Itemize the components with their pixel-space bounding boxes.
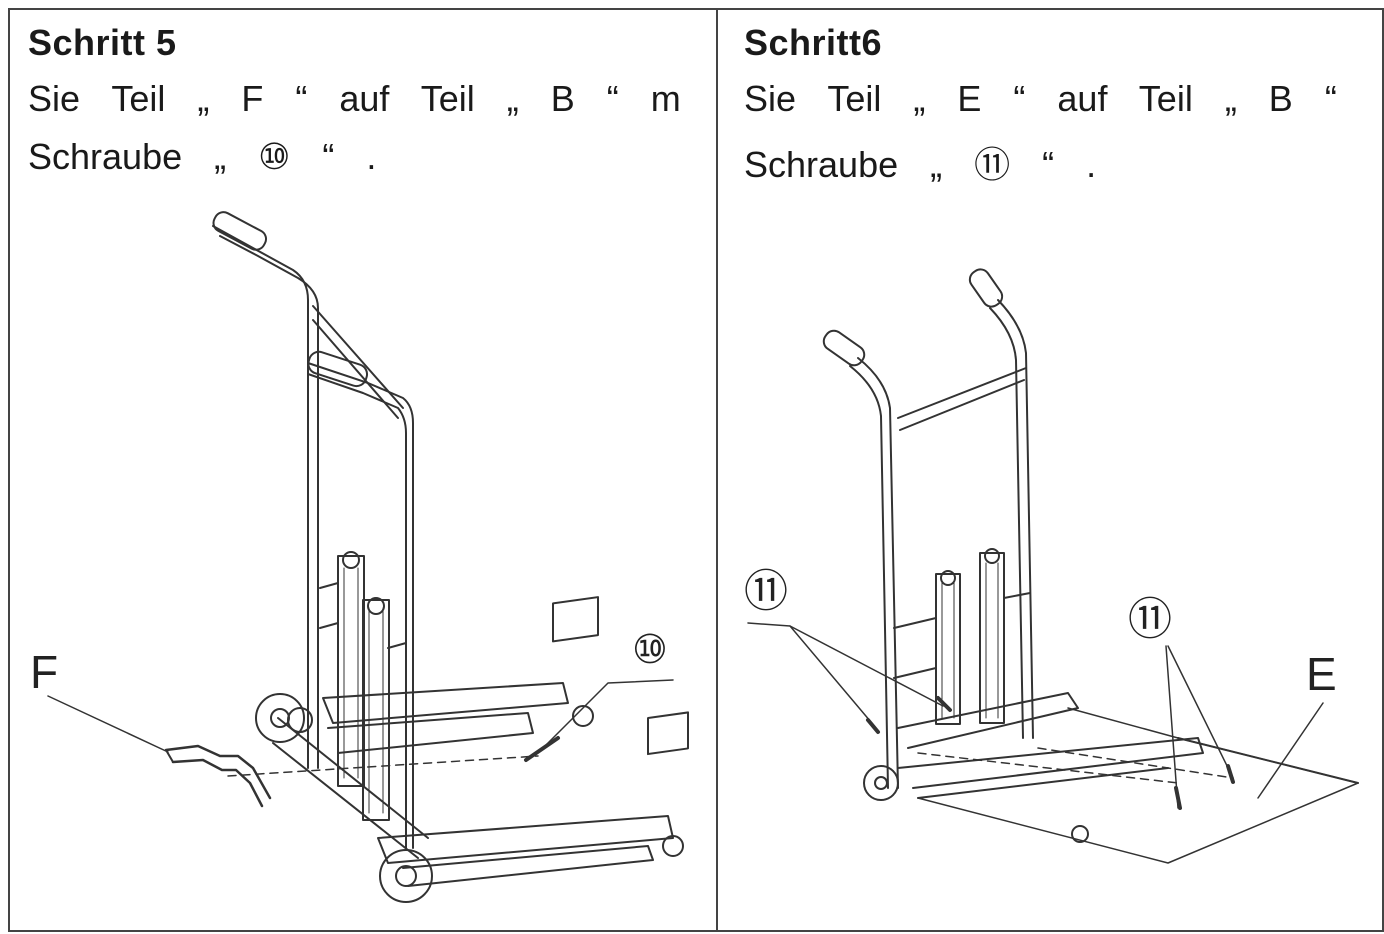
step6-instruction-line1: Sie Teil „ E “ auf Teil „ B “: [744, 78, 1337, 119]
step5-panel: Schritt 5 Sie Teil „ F “ auf Teil „ B “ …: [8, 8, 716, 932]
document-frame: [8, 8, 1384, 932]
part-e-label: E: [1306, 648, 1337, 700]
screw-11-left-label: ⑪: [744, 567, 788, 616]
step6-panel: Schritt6 Sie Teil „ E “ auf Teil „ B “ S…: [716, 8, 1384, 932]
step5-instruction-line2: Schraube „ ⑩ “ .: [28, 136, 377, 177]
step6-instruction-line2: Schraube „ ⑪ “ .: [744, 144, 1097, 185]
step5-assembly-illustration: F ⑩: [30, 211, 689, 903]
step5-title: Schritt 5: [28, 22, 177, 63]
screw-11-right-label: ⑪: [1128, 595, 1172, 644]
step5-instruction-line1: Sie Teil „ F “ auf Teil „ B “ m: [28, 78, 681, 119]
step6-assembly-illustration: ⑪ ⑪ E: [744, 268, 1359, 864]
part-f-label: F: [30, 646, 58, 698]
screw-10-label: ⑩: [632, 628, 668, 672]
step6-title: Schritt6: [744, 22, 883, 63]
